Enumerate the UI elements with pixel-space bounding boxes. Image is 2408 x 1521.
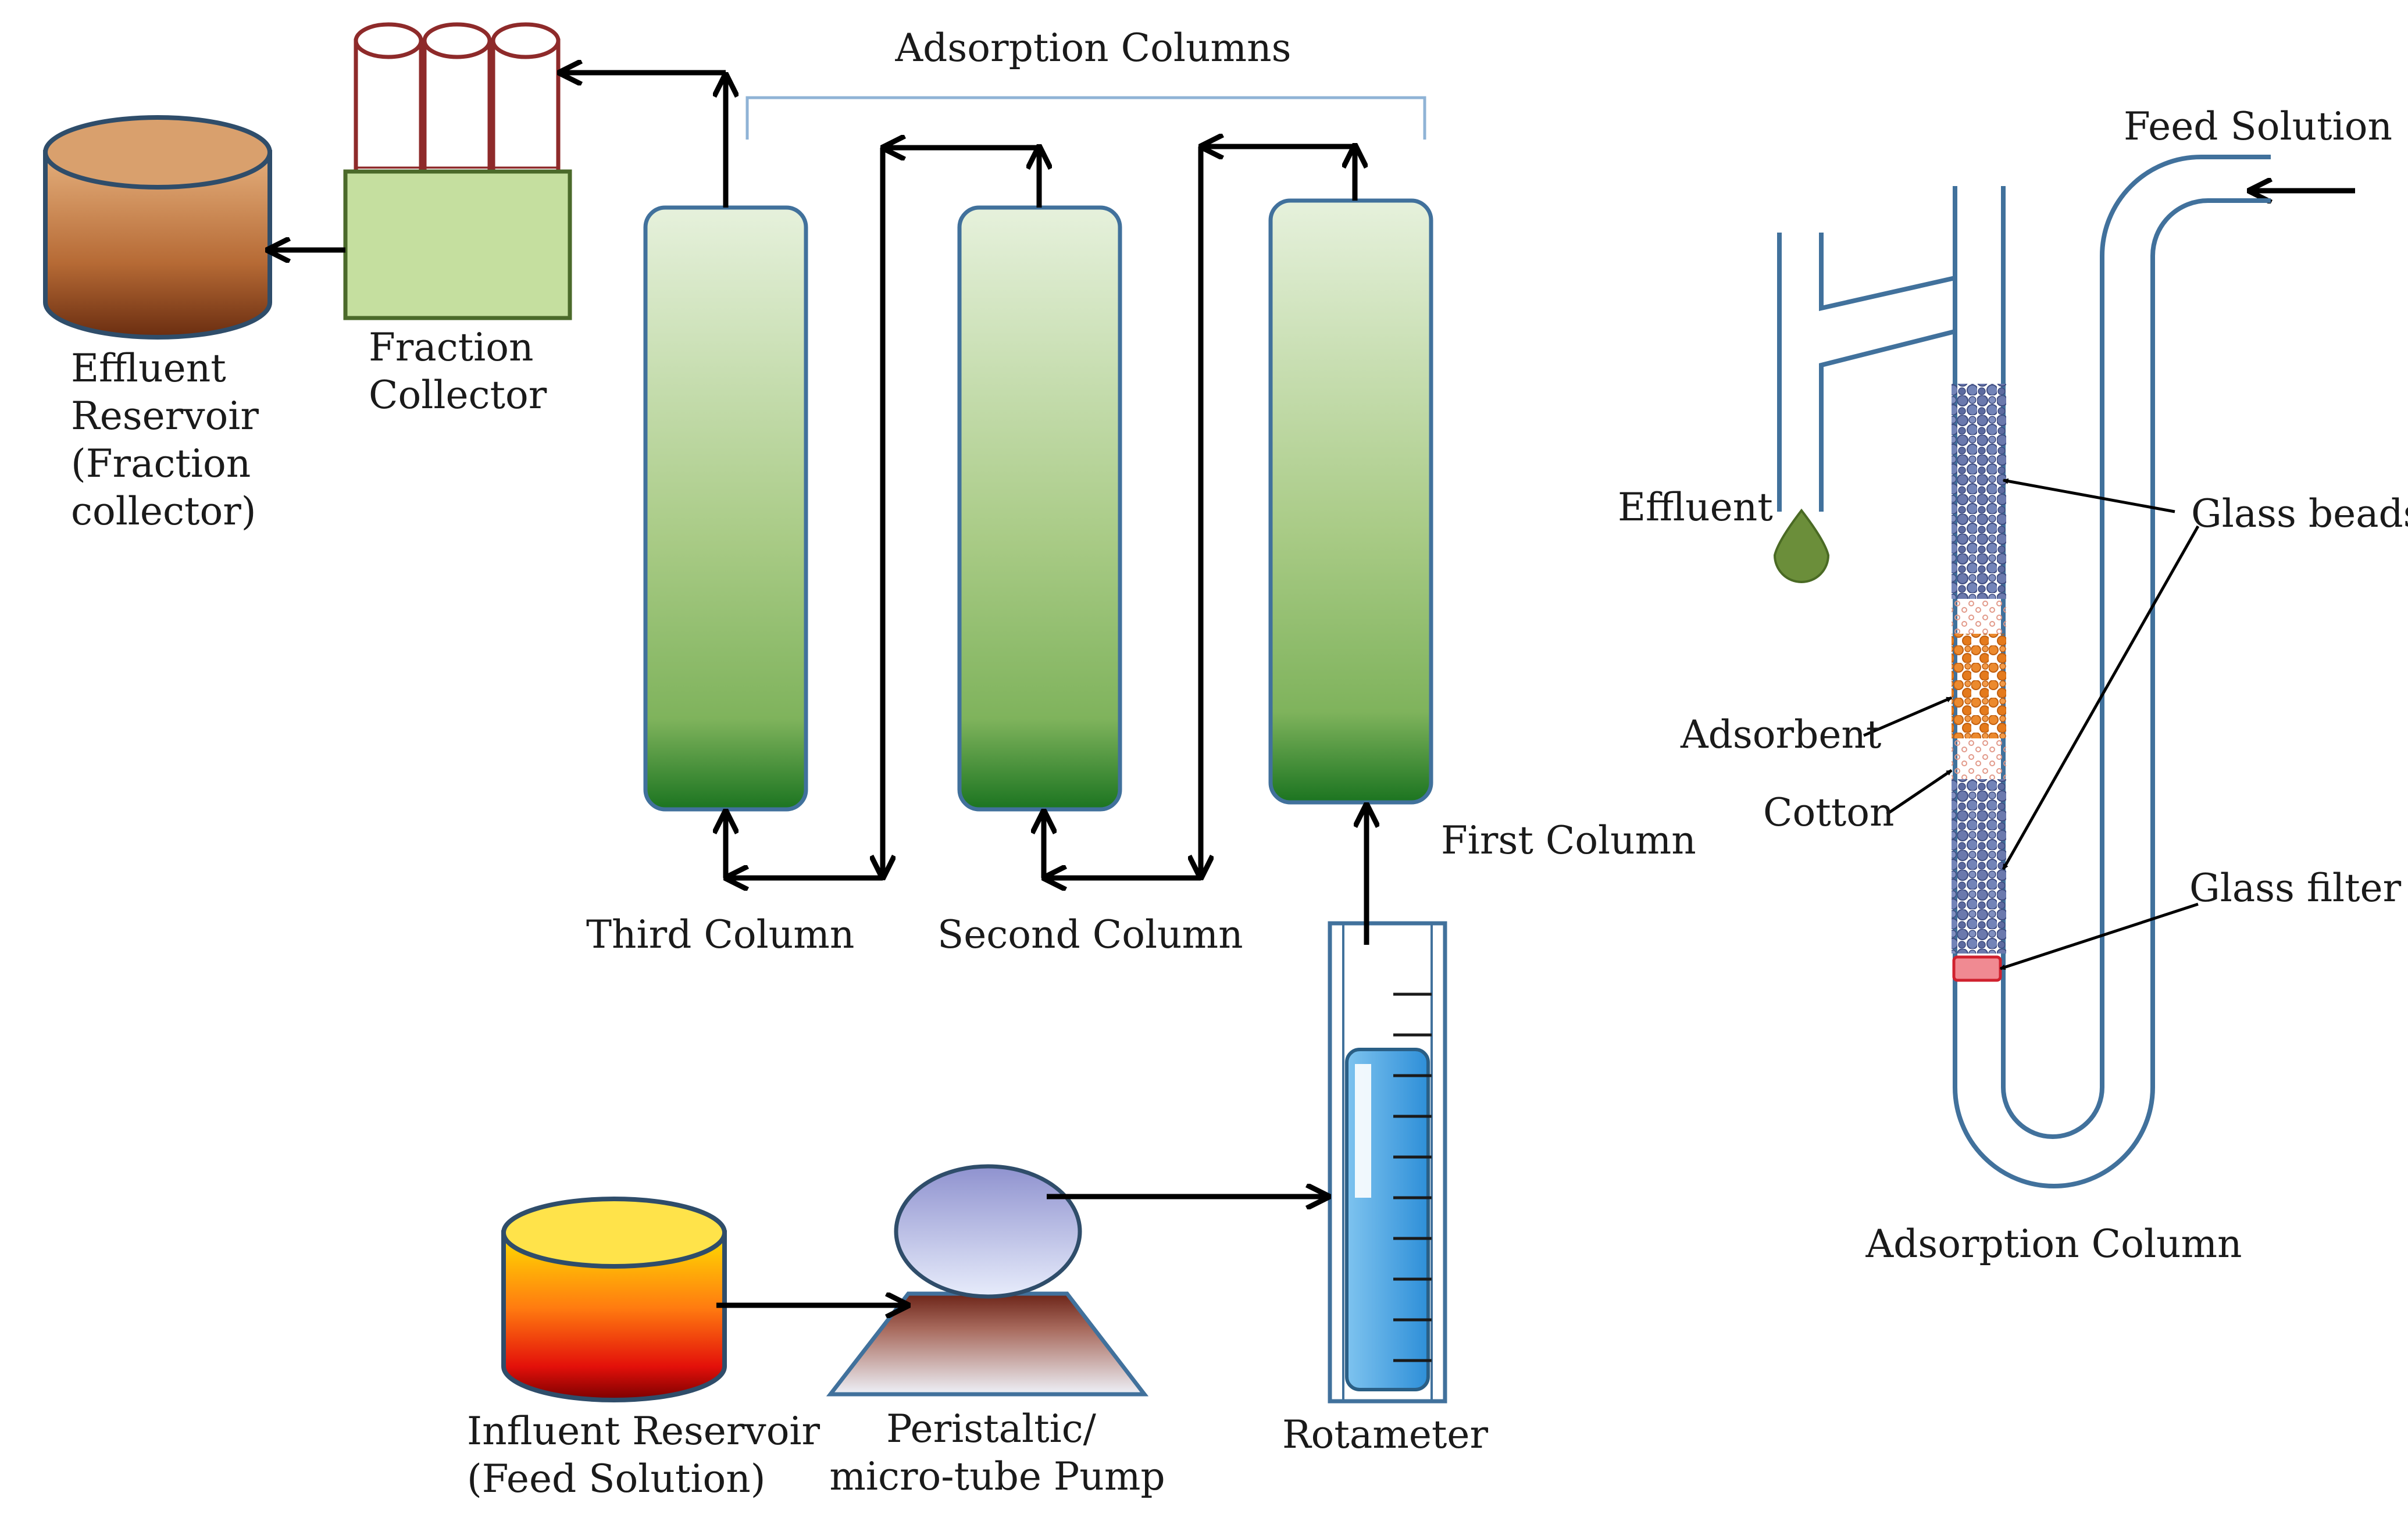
effluent-outlet <box>1777 233 1956 512</box>
fraction-collector-box <box>343 169 572 320</box>
feed-solution-label: Feed Solution <box>2124 104 2392 149</box>
cotton-label: Cotton <box>1763 790 1895 835</box>
second-column <box>957 205 1122 812</box>
adsorption-column-label: Adsorption Column <box>1865 1222 2242 1266</box>
adsorption-columns-label: Adsorption Columns <box>895 26 1292 70</box>
fraction-collector-label: Fraction Collector <box>369 325 547 417</box>
collection-tubes <box>354 22 561 187</box>
effluent-drop <box>1773 508 1830 583</box>
glass-filter <box>1952 955 2002 982</box>
peristaltic-pump <box>826 1164 1149 1397</box>
glass-beads-label: Glass beads <box>2191 491 2408 536</box>
second-column-label: Second Column <box>937 912 1243 957</box>
adsorbent-label: Adsorbent <box>1680 712 1881 757</box>
adsorption-columns-bracket <box>745 96 1426 140</box>
influent-reservoir <box>501 1197 727 1402</box>
first-column-label: First Column <box>1441 818 1696 863</box>
rotameter-label: Rotameter <box>1282 1412 1489 1457</box>
column-packing <box>1952 384 2006 954</box>
first-column <box>1268 198 1433 805</box>
pump-label: Peristaltic/ micro-tube Pump <box>829 1406 1165 1499</box>
effluent-reservoir <box>43 115 272 340</box>
rotameter <box>1328 921 1447 1404</box>
third-column <box>643 205 808 812</box>
glass-filter-label: Glass filter <box>2189 866 2402 911</box>
effluent-reservoir-label: Effluent Reservoir (Fraction collector) <box>71 346 271 534</box>
influent-reservoir-label: Influent Reservoir (Feed Solution) <box>467 1409 832 1501</box>
effluent-label: Effluent <box>1618 485 1773 530</box>
third-column-label: Third Column <box>586 912 854 957</box>
u-tube <box>1953 155 2271 1188</box>
column-flow-lines <box>559 73 1355 878</box>
callout-lines <box>1863 478 2200 970</box>
